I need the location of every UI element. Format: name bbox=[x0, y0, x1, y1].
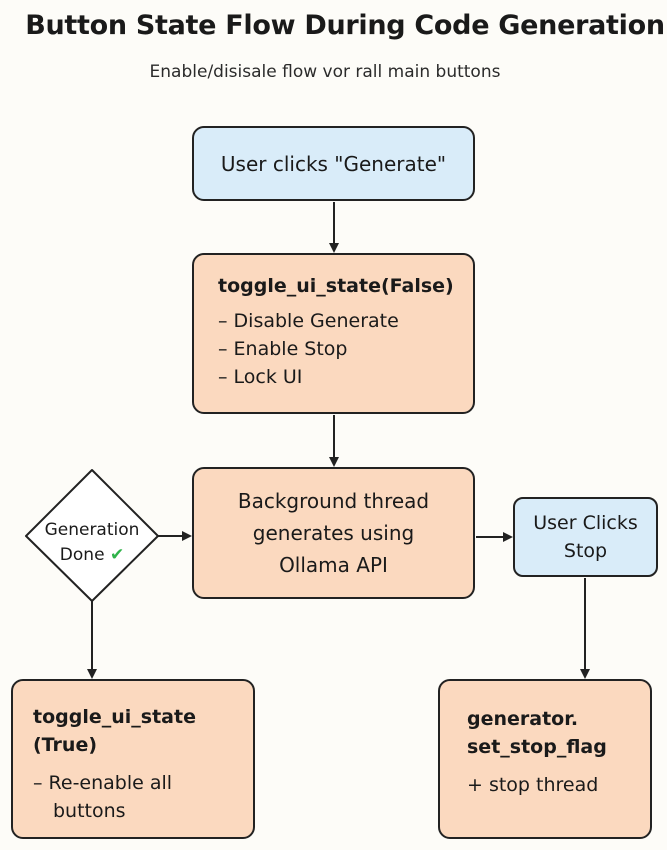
node-thread-line: generates using bbox=[252, 521, 415, 545]
node-toggle-false-item: – Enable Stop bbox=[218, 338, 348, 360]
node-start-label: User clicks "Generate" bbox=[220, 151, 447, 176]
node-toggle-true-item: – Re-enable all bbox=[33, 772, 173, 794]
node-toggle-false-title: toggle_ui_state(False) bbox=[218, 275, 454, 297]
node-user-clicks-stop: User Clicks Stop bbox=[513, 497, 658, 577]
node-toggle-true-item: buttons bbox=[53, 800, 126, 822]
node-stop-flag-title: generator. set_stop_flag bbox=[467, 705, 650, 761]
check-icon: ✔ bbox=[109, 545, 125, 565]
decision-label-line: Generation bbox=[44, 520, 140, 540]
node-user-clicks-generate: User clicks "Generate" bbox=[192, 126, 475, 201]
node-toggle-ui-state-true: toggle_ui_state (True) – Re-enable all b… bbox=[11, 679, 255, 839]
node-thread-line: Ollama API bbox=[279, 553, 388, 577]
node-set-stop-flag: generator. set_stop_flag + stop thread bbox=[438, 679, 652, 839]
diagram-subtitle: Enable/disisale flow vor rall main butto… bbox=[149, 62, 501, 82]
node-toggle-true-title-line: toggle_ui_state bbox=[33, 706, 196, 728]
node-stop-click-line: User Clicks bbox=[533, 512, 638, 534]
node-background-thread: Background thread generates using Ollama… bbox=[192, 467, 475, 599]
node-toggle-true-title: toggle_ui_state (True) bbox=[33, 703, 253, 759]
node-stop-flag-title-line: set_stop_flag bbox=[467, 736, 607, 758]
decision-label-line: Done bbox=[59, 545, 105, 565]
node-stop-flag-item: + stop thread bbox=[467, 774, 599, 796]
node-toggle-ui-state-false: toggle_ui_state(False) – Disable Generat… bbox=[192, 253, 475, 414]
node-toggle-true-title-line: (True) bbox=[33, 734, 98, 756]
node-toggle-false-item: – Disable Generate bbox=[218, 310, 399, 332]
diagram-title: Button State Flow During Code Generation bbox=[25, 10, 665, 41]
node-thread-line: Background thread bbox=[237, 489, 430, 513]
node-stop-flag-title-line: generator. bbox=[467, 708, 579, 730]
decision-label: Generation Done ✔ bbox=[26, 518, 158, 568]
node-stop-click-line: Stop bbox=[563, 540, 608, 562]
node-toggle-false-item: – Lock UI bbox=[218, 366, 303, 388]
